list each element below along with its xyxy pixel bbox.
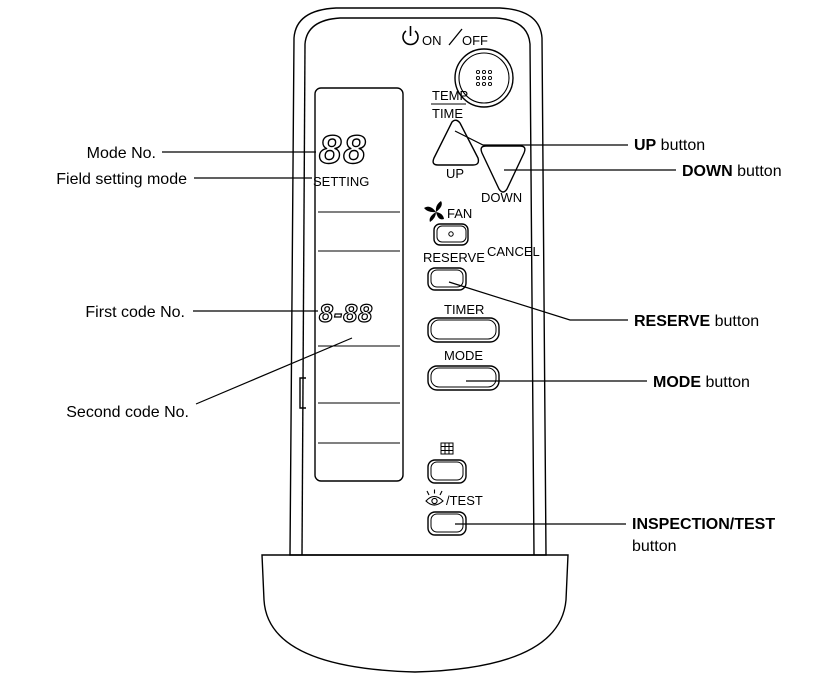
down-button[interactable] (480, 145, 526, 193)
fan-icon (424, 201, 444, 222)
fan-button[interactable] (433, 223, 469, 246)
cancel-label: CANCEL (487, 244, 540, 259)
filter-button[interactable] (427, 459, 467, 484)
mode-number-display: 88 (319, 128, 368, 172)
up-button[interactable] (432, 119, 480, 166)
callout-inspection-test-line2: button (632, 538, 676, 555)
mode-label: MODE (444, 348, 483, 363)
callout-field-setting-mode: Field setting mode (56, 171, 187, 188)
down-label: DOWN (481, 190, 522, 205)
callout-mode-button: MODE button (653, 374, 750, 391)
on-off-button[interactable] (454, 48, 514, 108)
eye-icon (425, 489, 444, 506)
callout-mode-no: Mode No. (87, 145, 156, 162)
setting-indicator: SETTING (313, 174, 369, 189)
reserve-label: RESERVE (423, 250, 485, 265)
leader-reserve (448, 281, 628, 321)
test-label: /TEST (446, 493, 483, 508)
button-dots (475, 69, 493, 87)
callout-up-button: UP button (634, 137, 705, 154)
leader-lines (162, 130, 676, 525)
power-icon (402, 26, 419, 46)
on-label: ON (422, 33, 442, 48)
lcd-panel (314, 87, 404, 482)
inspection-test-button[interactable] (427, 511, 467, 536)
remote-body (261, 7, 569, 673)
reserve-button[interactable] (427, 267, 467, 291)
temp-label: TEMP (432, 88, 468, 103)
up-label: UP (446, 166, 464, 181)
callout-inspection-test: INSPECTION/TEST (632, 516, 775, 533)
grid-icon (440, 442, 454, 455)
fan-label: FAN (447, 206, 472, 221)
code-number-display: 8-88 (319, 300, 373, 328)
off-label: OFF (462, 33, 488, 48)
callout-reserve-button: RESERVE button (634, 313, 759, 330)
callout-second-code-no: Second code No. (66, 404, 189, 421)
callout-down-button: DOWN button (682, 163, 782, 180)
callout-first-code-no: First code No. (85, 304, 185, 321)
leader-second-code (195, 337, 353, 405)
on-off-slash (448, 28, 463, 46)
mode-button[interactable] (427, 365, 500, 391)
leader-up (454, 130, 628, 146)
time-label: TIME (432, 106, 463, 121)
timer-button[interactable] (427, 317, 500, 343)
timer-label: TIMER (444, 302, 484, 317)
